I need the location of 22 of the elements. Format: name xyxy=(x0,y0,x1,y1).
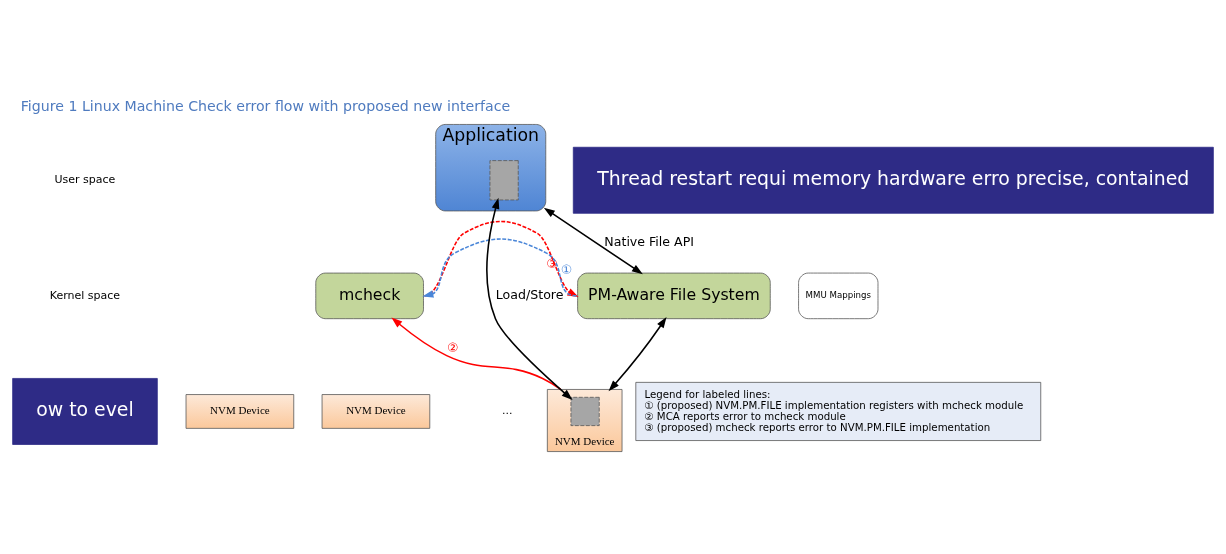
label: Kernel space xyxy=(49,288,121,302)
edge-label: Native File API xyxy=(604,234,695,250)
arrow xyxy=(543,207,643,275)
arrow xyxy=(608,316,667,392)
node-box: NVM Device xyxy=(321,394,431,429)
edge-label: ③ xyxy=(546,255,558,271)
edge-label: Load/Store xyxy=(495,286,564,302)
node-box: mcheck xyxy=(315,272,424,320)
node-box xyxy=(489,160,519,201)
arrow xyxy=(486,197,573,400)
node-box: MMU Mappings xyxy=(798,272,879,320)
node-box: ow to evel xyxy=(12,378,158,445)
diagram-title: Figure 1 Linux Machine Check error flow with proposed new interface xyxy=(20,97,511,114)
edge-label: ① xyxy=(560,262,573,278)
edge-label: ② xyxy=(446,339,459,355)
label: User space xyxy=(54,173,116,187)
node-box xyxy=(570,396,600,426)
node-box: Thread restart requi memory hardware erro precise, contained xyxy=(572,146,1214,214)
label: ... xyxy=(501,404,513,418)
node-box: Legend for labeled lines: ① (proposed) NVM.PM.FILE implementation registers with mcheck module ② MCA reports error to mcheck module ③ (proposed) mcheck reports error to NVM.PM.FILE implementation xyxy=(635,381,1042,441)
node-box: PM-Aware File System xyxy=(577,272,771,320)
node-box: NVM Device xyxy=(185,394,295,429)
